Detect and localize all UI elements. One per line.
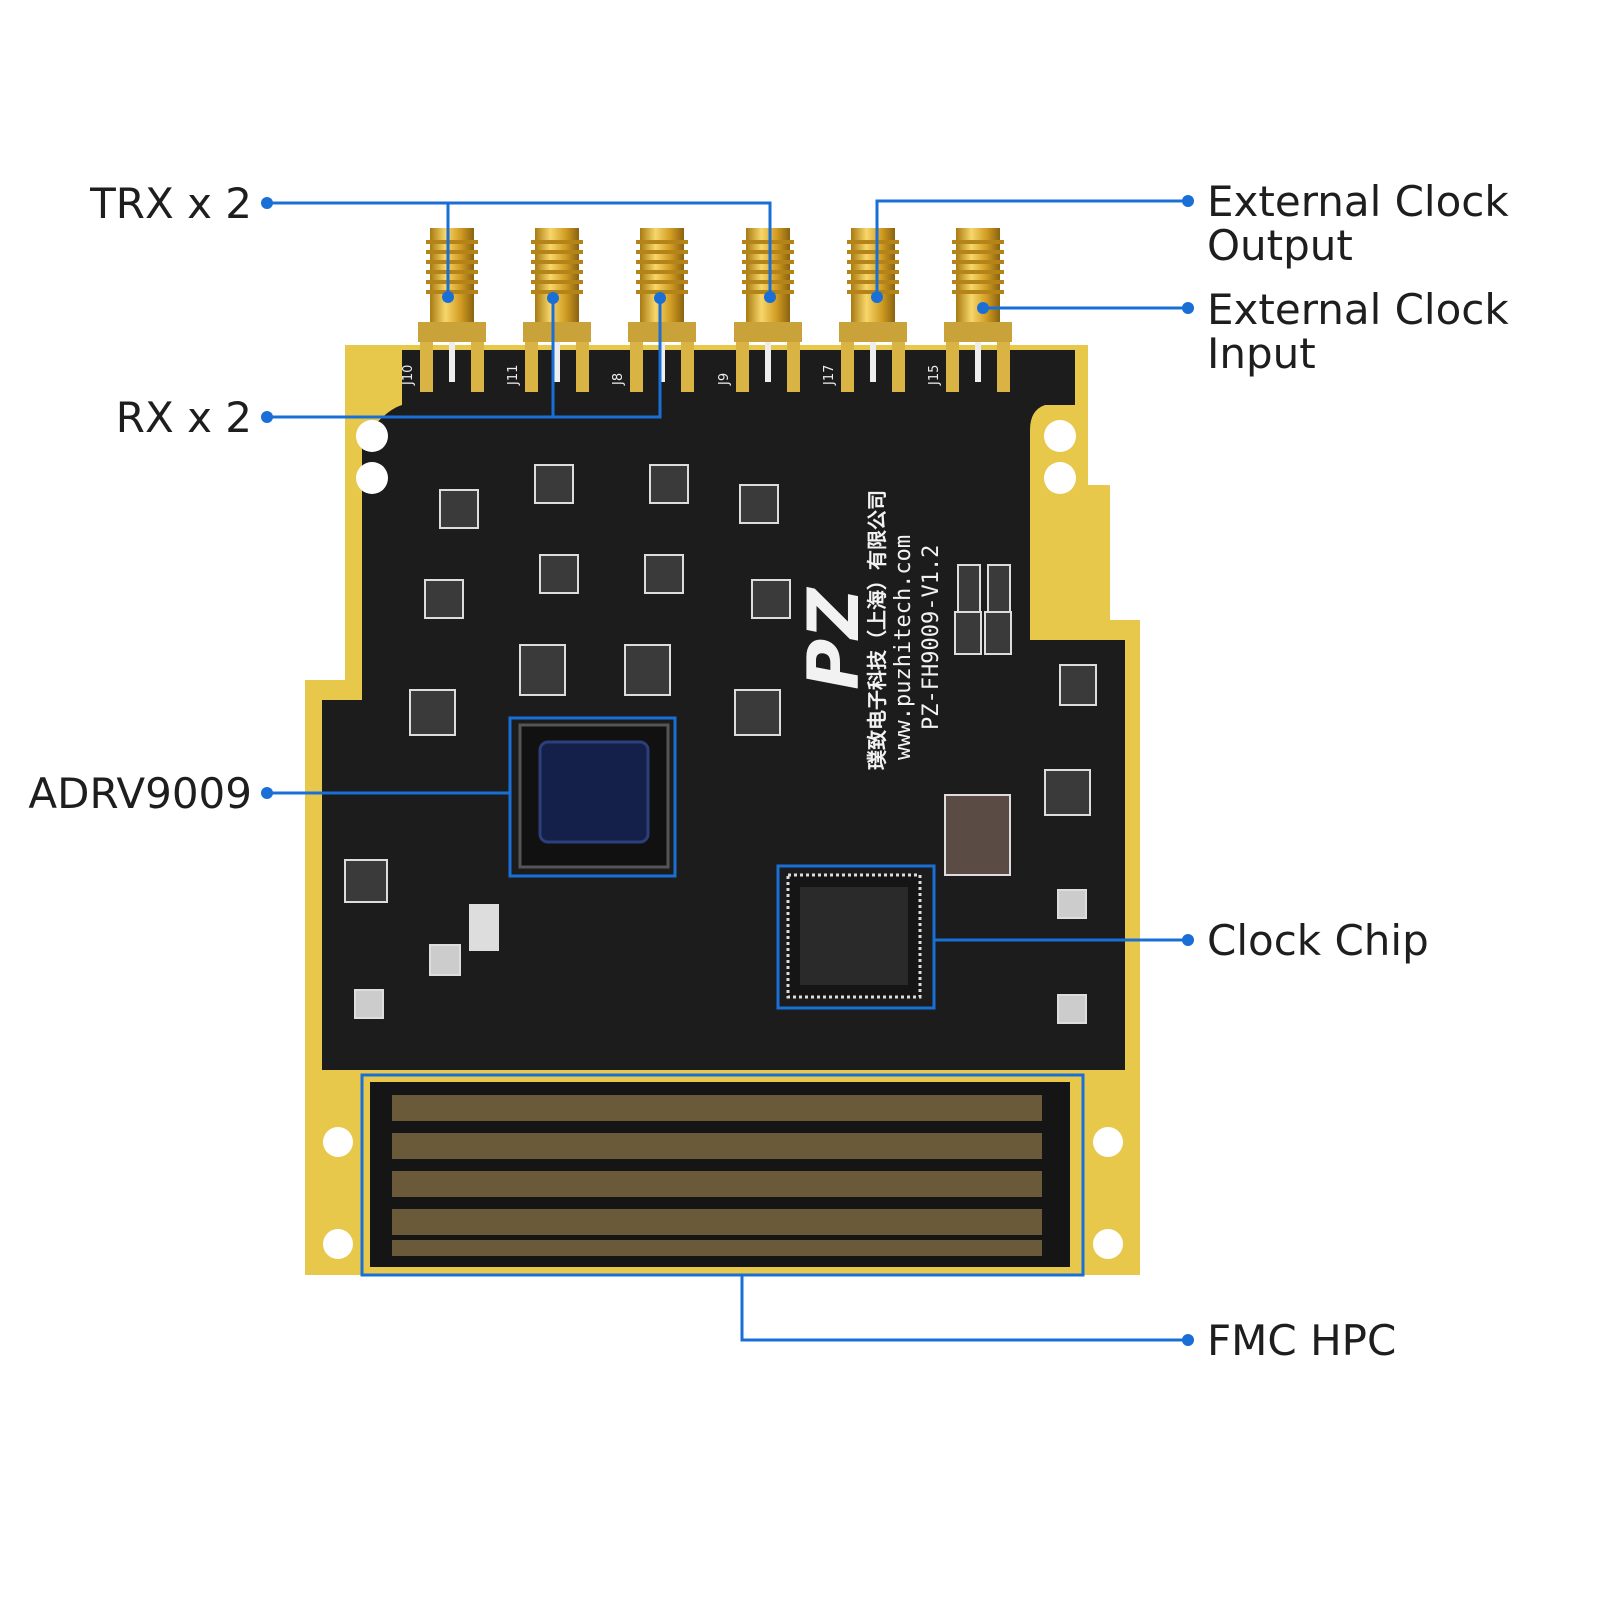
connector-designator: J11 (506, 365, 521, 386)
label-clock-chip: Clock Chip (1207, 916, 1429, 965)
connector-designator: J15 (927, 365, 942, 386)
connector-designator: J9 (717, 373, 732, 386)
callout-dots (261, 195, 1194, 1346)
label-trx: TRX x 2 (90, 179, 252, 228)
label-ext-clock-input-line1: External Clock (1207, 285, 1509, 334)
components (344, 464, 1097, 1024)
sma-connector: J9 (717, 228, 802, 392)
model-text: PZ-FH9009-V1.2 (919, 545, 944, 730)
sma-connector: J15 (927, 228, 1012, 392)
website-text: www.puzhitech.com (891, 535, 916, 760)
sma-connector: J10 (401, 228, 486, 392)
callout-lines (267, 199, 1188, 1342)
label-ext-clock-output-line1: External Clock (1207, 177, 1509, 226)
label-rx: RX x 2 (115, 393, 252, 442)
pcb-board (305, 345, 1140, 1275)
logo-text: PZ (793, 587, 875, 690)
label-adrv9009: ADRV9009 (28, 769, 252, 818)
sma-connector: J11 (506, 228, 591, 392)
sma-connector: J8 (611, 228, 696, 392)
label-fmc-hpc: FMC HPC (1207, 1316, 1397, 1365)
label-ext-clock-input-line2: Input (1207, 329, 1316, 378)
company-text: 璞致电子科技（上海）有限公司 (865, 490, 889, 770)
sma-connector: J17 (822, 228, 907, 392)
label-ext-clock-output-line2: Output (1207, 221, 1353, 270)
connector-designator: J17 (822, 365, 837, 386)
connector-designator: J8 (611, 373, 626, 386)
fmc-connector (370, 1082, 1070, 1267)
silkscreen: PZ 璞致电子科技（上海）有限公司 www.puzhitech.com PZ-F… (793, 490, 944, 770)
clock-chip (786, 873, 922, 999)
adrv9009-chip (518, 723, 670, 869)
connector-designator: J10 (401, 365, 416, 386)
sma-connectors: J10 J11 J8 J9 J17 J15 (401, 228, 1012, 392)
